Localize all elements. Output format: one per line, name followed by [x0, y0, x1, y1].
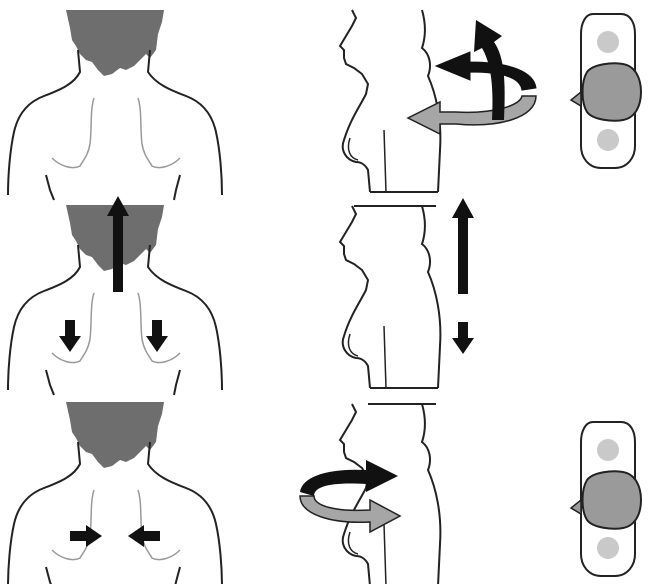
row-3-side-view [300, 404, 440, 584]
row-3-top-view [571, 422, 641, 576]
row-1-back-view [8, 10, 222, 200]
rotate-forward-arrows [300, 460, 400, 532]
shoulders-down-arrow [452, 322, 474, 354]
row-3-back-view [8, 402, 222, 584]
row-2-back-view [8, 196, 222, 395]
shoulder-blades-down-arrows [59, 320, 168, 352]
rotate-shoulders-backward-arrows [408, 20, 536, 134]
row-1-side-view [340, 10, 536, 192]
row-1-top-view [571, 14, 641, 168]
row-2-side-view [340, 198, 474, 388]
shoulder-blades-inward-arrows [70, 525, 160, 547]
neck-up-arrow [452, 198, 474, 294]
